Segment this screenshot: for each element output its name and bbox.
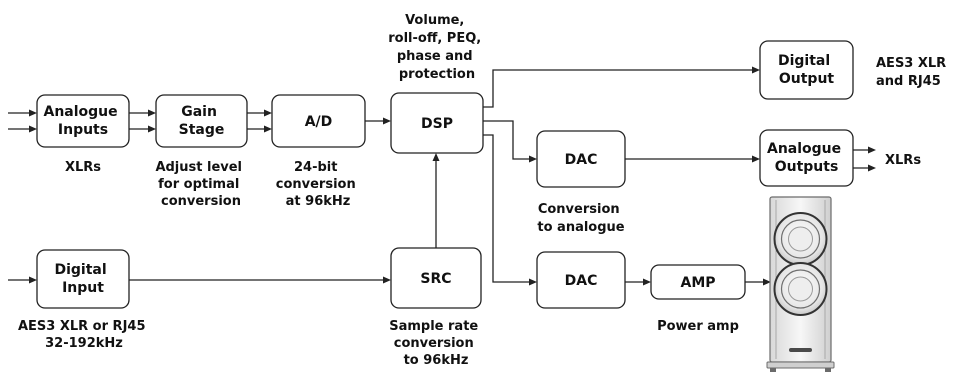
gain-stage-caption: Adjust level for optimal conversion	[155, 160, 246, 209]
src-label: SRC	[420, 271, 451, 287]
svg-text:DSP: DSP	[421, 116, 453, 132]
digital-output-caption: AES3 XLR and RJ45	[876, 56, 951, 89]
digital-output-label-line-2: Output	[779, 71, 835, 87]
svg-text:DAC: DAC	[565, 273, 598, 289]
analogue-inputs-label-line-2: Inputs	[58, 122, 108, 138]
svg-text:Gain Stage: Gain Stage	[179, 104, 225, 138]
connector-lines	[8, 66, 876, 286]
ad-caption: 24-bit conversion at 96kHz	[276, 160, 361, 209]
gain-stage-label-line-2: Stage	[179, 122, 225, 138]
gain-stage-block: Gain Stage	[155, 94, 248, 148]
analogue-inputs-block: Analogue Inputs	[36, 94, 130, 148]
svg-text:DAC: DAC	[565, 152, 598, 168]
svg-text:Analogue Outputs: Analogue Outputs	[767, 141, 846, 175]
svg-text:A/D: A/D	[305, 114, 333, 130]
analogue-outputs-label-line-2: Outputs	[775, 159, 839, 175]
analogue-outputs-caption: XLRs	[885, 153, 921, 168]
digital-input-caption: AES3 XLR or RJ45 32-192kHz	[18, 319, 150, 351]
dac-amp-block: DAC	[536, 251, 626, 309]
svg-text:AMP: AMP	[680, 275, 715, 291]
analogue-inputs-label-line-1: Analogue	[43, 104, 117, 120]
dac-amp-label: DAC	[565, 273, 598, 289]
dac-analogue-label: DAC	[565, 152, 598, 168]
ad-label: A/D	[305, 114, 333, 130]
digital-output-block: Digital Output	[759, 40, 854, 100]
amp-block: AMP	[650, 264, 746, 300]
dac-analogue-block: DAC	[536, 130, 626, 188]
amp-label: AMP	[680, 275, 715, 291]
dsp-label: DSP	[421, 116, 453, 132]
floor-standing-speaker-icon	[766, 196, 835, 372]
digital-input-label-line-2: Input	[62, 280, 104, 296]
gain-stage-label-line-1: Gain	[181, 104, 217, 120]
analogue-inputs-caption: XLRs	[65, 160, 101, 175]
svg-text:Digital Input: Digital Input	[54, 262, 111, 296]
analogue-outputs-label-line-1: Analogue	[767, 141, 841, 157]
digital-input-label-line-1: Digital	[54, 262, 106, 278]
src-caption: Sample rate conversion to 96kHz	[389, 319, 483, 368]
dsp-block: DSP	[390, 92, 484, 154]
digital-output-label-line-1: Digital	[778, 53, 830, 69]
svg-text:Digital Output: Digital Output	[778, 53, 835, 87]
analogue-outputs-block: Analogue Outputs	[759, 129, 854, 187]
amp-caption: Power amp	[657, 319, 739, 334]
dsp-caption: Volume, roll-off, PEQ, phase and protect…	[388, 13, 486, 82]
svg-text:SRC: SRC	[420, 271, 451, 287]
digital-input-block: Digital Input	[36, 249, 130, 309]
ad-block: A/D	[271, 94, 366, 148]
svg-text:Analogue Inputs: Analogue Inputs	[43, 104, 122, 138]
src-block: SRC	[390, 247, 482, 309]
dac-analogue-caption: Conversion to analogue	[537, 202, 624, 235]
